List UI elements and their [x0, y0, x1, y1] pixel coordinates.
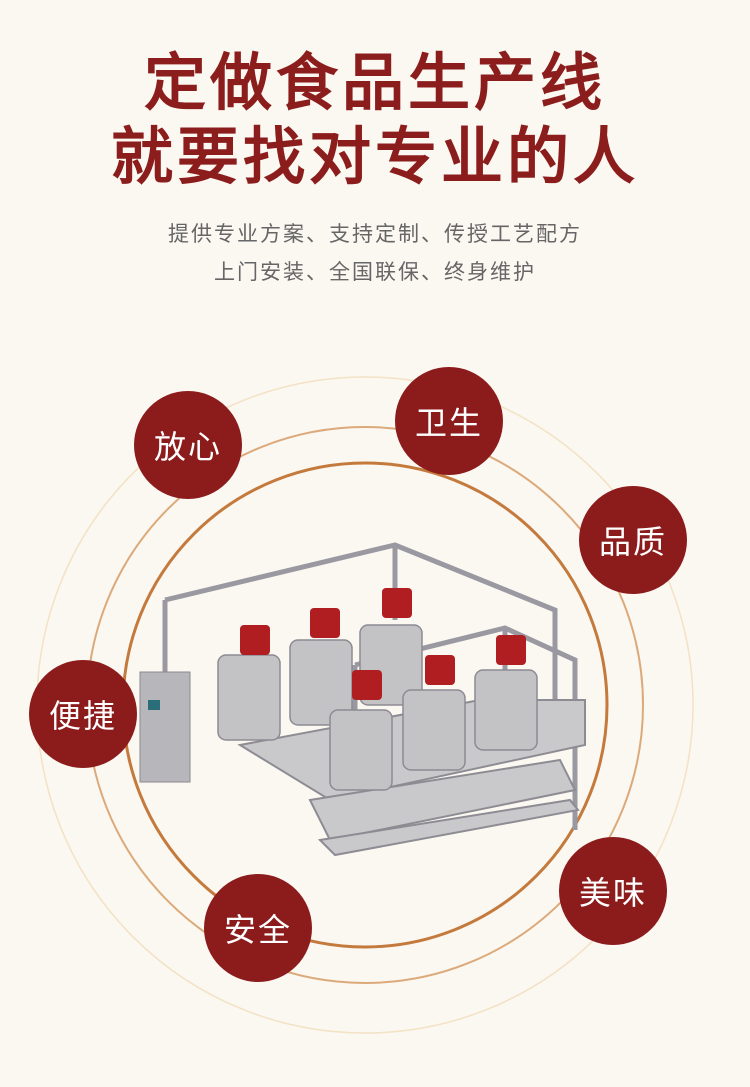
badge-quality: 品质	[579, 486, 687, 594]
badge-tasty: 美味	[559, 837, 667, 945]
badge-hygiene: 卫生	[395, 367, 503, 475]
subtitle-line-2: 上门安装、全国联保、终身维护	[214, 260, 536, 284]
badge-convenience: 便捷	[29, 660, 137, 768]
control-screen	[148, 700, 160, 710]
badge-reassurance: 放心	[134, 391, 242, 499]
headline-line-1: 定做食品生产线	[143, 46, 606, 119]
control-cabinet	[139, 671, 191, 783]
agitator-motors	[240, 588, 526, 700]
subtitle-line-1: 提供专业方案、支持定制、传授工艺配方	[168, 222, 582, 246]
headline-line-2: 就要找对专业的人	[110, 120, 639, 193]
badge-safety: 安全	[204, 874, 312, 982]
